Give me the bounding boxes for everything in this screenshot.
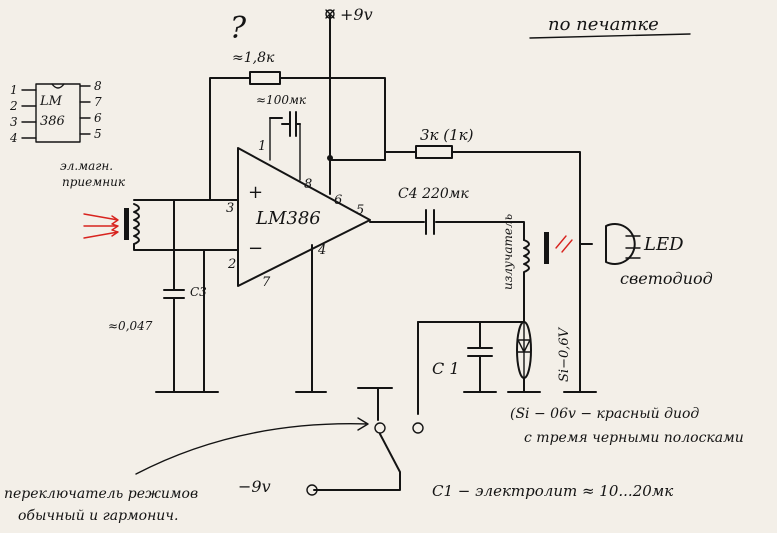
led-supply-wire (384, 151, 581, 393)
switch-common (357, 387, 393, 421)
led-rays (625, 235, 641, 259)
pinout-pin-5: 5 (94, 127, 102, 141)
pin7-label: 7 (262, 275, 271, 290)
note-si-line1: (Si − 06v − красный диод (510, 406, 699, 422)
switch-supply-terminal-icon (306, 484, 318, 496)
pin2-label: 2 (227, 257, 236, 272)
pin3-label: 3 (226, 201, 234, 216)
pin1-label: 1 (258, 139, 266, 154)
input-wires (133, 199, 239, 393)
lm386-amplifier-icon (237, 147, 371, 287)
pin4-label: 4 (317, 243, 326, 258)
led-label-ru: светодиод (620, 269, 713, 288)
c-bypass-label: ≈100мк (256, 93, 307, 107)
ic-pinout-label-1: LM (39, 94, 63, 109)
r-feedback-resistor (249, 71, 281, 85)
switch-contact-b-icon (412, 422, 424, 434)
ic-pinout-label-2: 386 (40, 114, 65, 129)
supply-terminal-cross (325, 9, 335, 19)
diode-ground (507, 377, 541, 393)
switch-note-line2: обычный и гармонич. (18, 508, 178, 524)
c1-note: C1 − электролит ≈ 10...20мк (432, 482, 673, 500)
c3-name: C3 (190, 285, 207, 299)
pinout-pin-4: 4 (9, 131, 18, 145)
supply-label: +9v (340, 5, 373, 24)
lm386-name: LM386 (255, 208, 321, 229)
pin4-ground-wire (295, 159, 331, 393)
junction-dot (327, 155, 333, 161)
output-wire (369, 221, 525, 241)
emitter-label: излучатель (501, 214, 515, 290)
switch-note-line1: переключатель режимов (4, 486, 198, 502)
receiver-label-2: приемник (62, 175, 126, 189)
c3-value: ≈0,047 (108, 319, 153, 333)
switch-supply-label: −9v (238, 477, 271, 496)
c4-capacitor (425, 209, 435, 235)
switch-lever[interactable] (313, 433, 401, 491)
r-led-label: 3к (1к) (420, 126, 474, 144)
c1-label: C 1 (432, 359, 460, 378)
plus-input-sign: + (248, 182, 263, 203)
note-top-right: по печатке (548, 14, 659, 35)
receiver-coil-icon (133, 203, 140, 245)
led-label: LED (643, 234, 684, 255)
field-arrows-icon (83, 213, 119, 239)
emission-arrows-icon (555, 235, 573, 253)
diode-label: Si−0,6V (557, 326, 572, 382)
led-icon (605, 223, 636, 265)
pin5-label: 5 (356, 203, 364, 218)
emitter-coil-icon (523, 239, 530, 323)
pinout-pin-1: 1 (10, 83, 18, 97)
c4-label: C4 220мк (398, 186, 469, 202)
pinout-pin-7: 7 (94, 95, 102, 109)
question-mark: ? (230, 11, 247, 46)
note-si-line2: с тремя черными полосками (524, 430, 744, 446)
r-feedback-label: ≈1,8к (232, 50, 275, 66)
feedback-wires (209, 77, 386, 201)
pin8-label: 8 (304, 177, 312, 192)
bypass-capacitor (269, 111, 301, 137)
note-underline (529, 33, 691, 39)
c1-capacitor-wires (417, 321, 525, 393)
r-led-resistor (415, 145, 453, 159)
emitter-core (544, 232, 549, 264)
pinout-pin-2: 2 (9, 99, 18, 113)
switch-contact-a-icon (374, 422, 386, 434)
bypass-cap-leads (269, 117, 301, 181)
pin6-label: 6 (334, 193, 342, 208)
minus-input-sign: − (248, 238, 263, 259)
switch-pointer-arrow (135, 417, 369, 475)
pinout-pin-8: 8 (94, 79, 102, 93)
pinout-pin-6: 6 (94, 111, 102, 125)
supply-terminal-icon (325, 9, 335, 19)
pinout-pin-3: 3 (10, 115, 18, 129)
si-diode-symbol (517, 321, 531, 379)
receiver-label-1: эл.магн. (60, 159, 113, 173)
ic-pinout: LM 386 1 2 3 4 8 7 6 5 (9, 79, 102, 145)
receiver-core (124, 208, 129, 240)
